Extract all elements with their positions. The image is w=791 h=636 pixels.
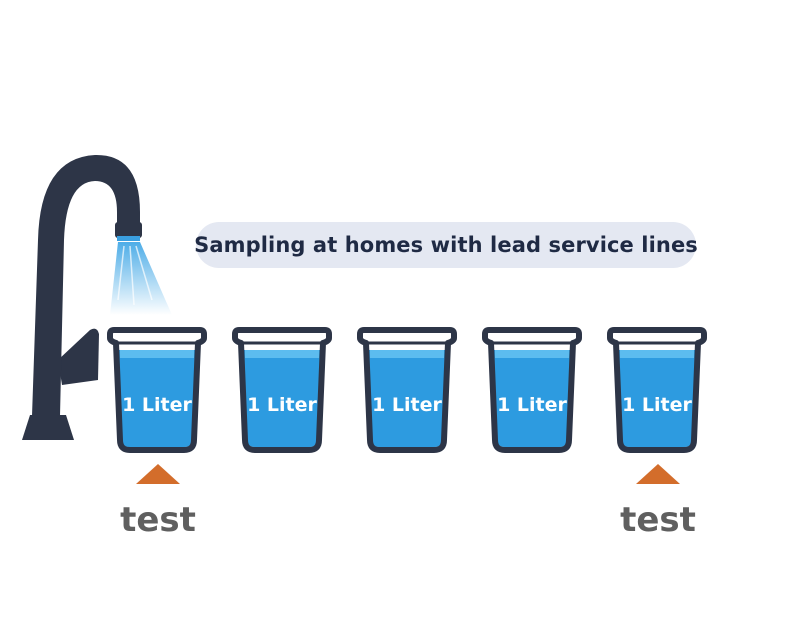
beaker-volume-label: 1 Liter	[372, 394, 442, 416]
beaker-volume-label: 1 Liter	[247, 394, 317, 416]
triangle-marker-icon	[636, 464, 680, 484]
beaker-icon	[107, 327, 207, 453]
water-spray	[110, 242, 172, 315]
beaker-icon	[357, 327, 457, 453]
title-pill: Sampling at homes with lead service line…	[194, 222, 698, 268]
faucet-icon	[22, 154, 142, 440]
beaker-icon	[232, 327, 332, 453]
beaker-volume-label: 1 Liter	[122, 394, 192, 416]
diagram-title: Sampling at homes with lead service line…	[194, 233, 698, 257]
beaker-volume-label: 1 Liter	[622, 394, 692, 416]
test-label: test	[620, 500, 696, 540]
triangle-marker-icon	[136, 464, 180, 484]
beaker-icon	[607, 327, 707, 453]
beaker-icon	[482, 327, 582, 453]
beaker-volume-label: 1 Liter	[497, 394, 567, 416]
test-label: test	[120, 500, 196, 540]
